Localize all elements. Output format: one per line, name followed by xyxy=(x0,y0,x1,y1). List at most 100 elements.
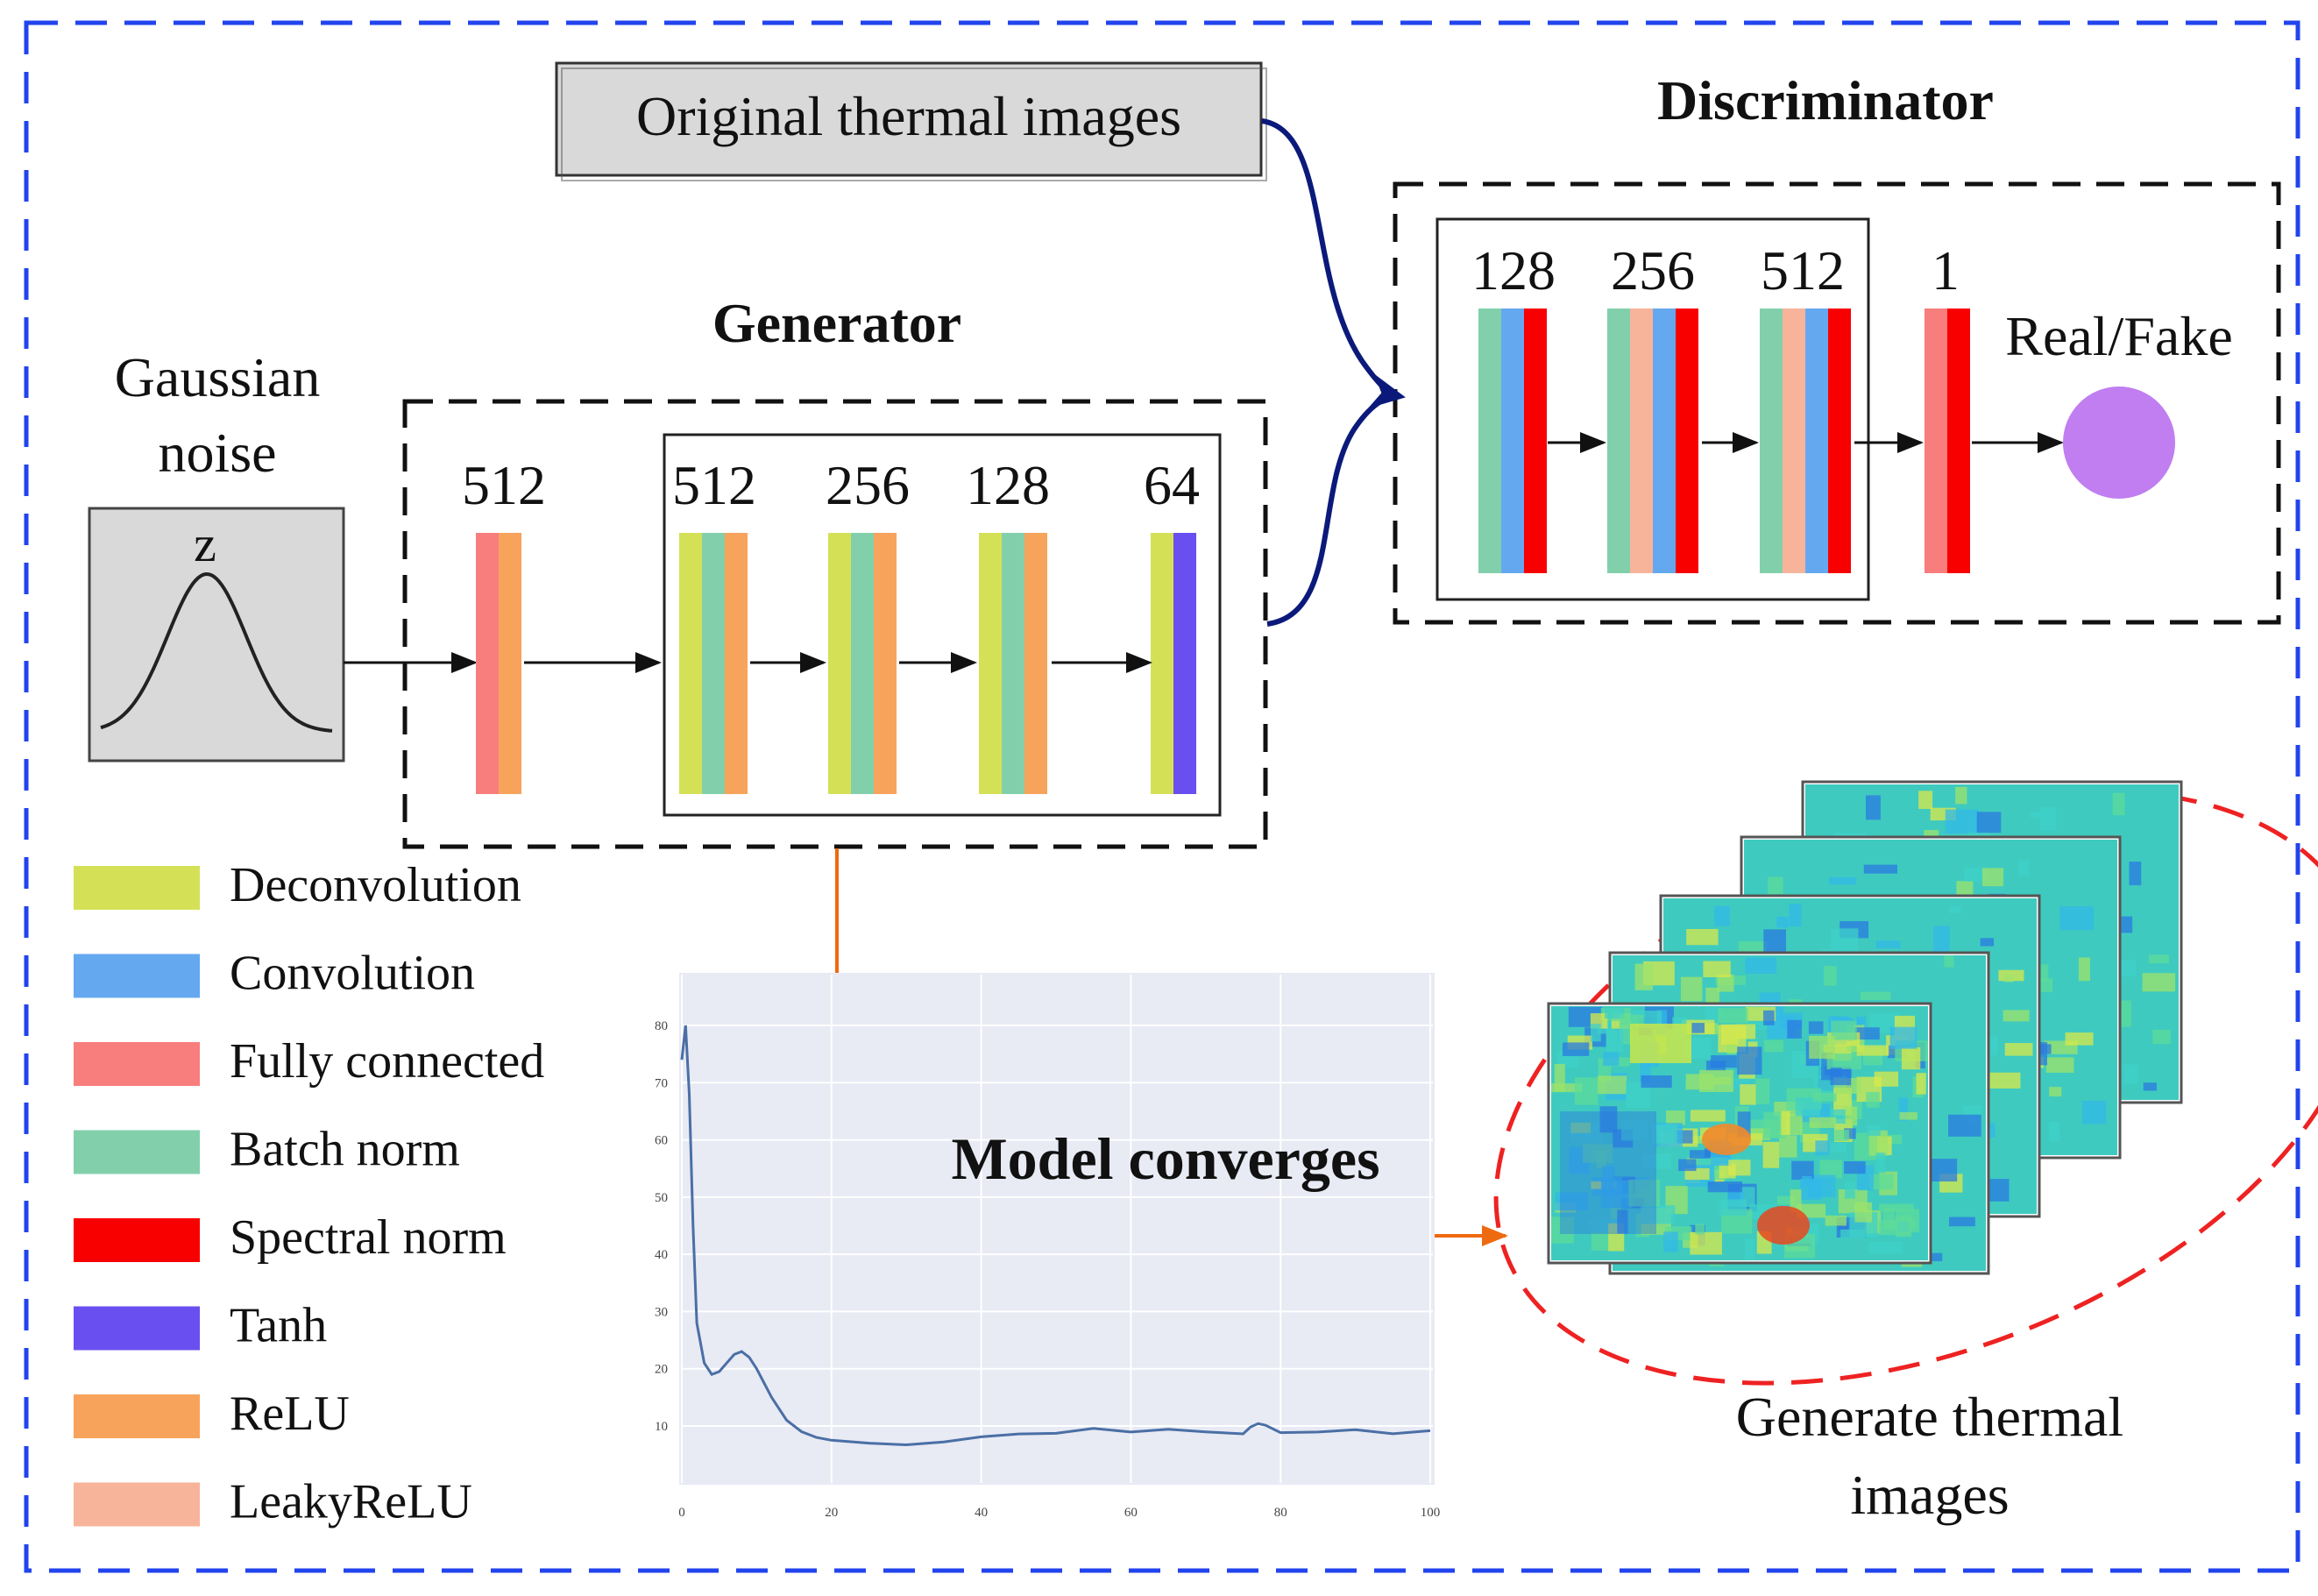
discriminator-conv-layer-2 xyxy=(1607,309,1698,573)
generator-deconv-layer-2-relu-stripe xyxy=(874,533,897,794)
generated-label-line2: images xyxy=(1850,1464,2009,1526)
generator-layer-size-3: 128 xyxy=(966,454,1050,516)
discriminator-output-layer-fully-connected-stripe xyxy=(1925,309,1947,573)
x-tick-label: 40 xyxy=(975,1506,988,1520)
original-images-box: Original thermal images xyxy=(555,61,1267,181)
thermal-image-stack xyxy=(1547,780,2183,1275)
x-tick-label: 60 xyxy=(1124,1506,1138,1520)
thermal-image-5 xyxy=(1547,1002,1932,1265)
legend-swatch-relu xyxy=(74,1394,200,1438)
discriminator-layers xyxy=(1478,309,1970,573)
generator-layer-size-4: 64 xyxy=(1144,454,1200,516)
x-tick-label: 80 xyxy=(1274,1506,1287,1520)
generator-fc-size: 512 xyxy=(462,454,546,516)
y-tick-label: 40 xyxy=(655,1248,668,1262)
y-tick-label: 10 xyxy=(655,1420,668,1434)
generator-title: Generator xyxy=(712,292,961,354)
legend-swatch-tanh xyxy=(74,1306,200,1351)
model-converges-label: Model converges xyxy=(951,1125,1379,1192)
generator-deconv-layer-3-relu-stripe xyxy=(1024,533,1047,794)
generator-layer-size-1: 512 xyxy=(672,454,756,516)
discriminator-conv-layer-1-convolution-stripe xyxy=(1501,309,1524,573)
generator-fc-layer xyxy=(476,533,521,794)
discriminator-conv-layer-3-batch-norm-stripe xyxy=(1760,309,1783,573)
generator-deconv-layer-4-deconvolution-stripe xyxy=(1151,533,1173,794)
x-tick-label: 100 xyxy=(1421,1506,1441,1520)
generated-label-line1: Generate thermal xyxy=(1736,1386,2123,1448)
real-fake-label: Real/Fake xyxy=(2005,305,2232,367)
z-label: z xyxy=(194,515,216,572)
generator-deconv-layer-3 xyxy=(979,533,1047,794)
generated-images-arrow xyxy=(1266,394,1400,627)
discriminator-final-size: 1 xyxy=(1932,239,1960,301)
discriminator-conv-layer-2-convolution-stripe xyxy=(1653,309,1676,573)
legend-swatch-batch-norm xyxy=(74,1130,200,1174)
discriminator-conv-layer-2-spectral-norm-stripe xyxy=(1676,309,1698,573)
plot-gridlines xyxy=(681,975,1433,1483)
generator-deconv-layer-1-relu-stripe xyxy=(725,533,748,794)
legend-swatch-deconvolution xyxy=(74,866,200,910)
discriminator-output-layer xyxy=(1925,309,1970,573)
generator-deconv-layer-3-batch-norm-stripe xyxy=(1002,533,1024,794)
legend-label-relu: ReLU xyxy=(230,1387,350,1441)
real-fake-output-node xyxy=(2063,387,2175,499)
legend-swatch-convolution xyxy=(74,954,200,998)
legend-label-batch-norm: Batch norm xyxy=(230,1123,460,1177)
legend-label-leakyrelu: LeakyReLU xyxy=(230,1475,472,1529)
x-tick-label: 20 xyxy=(825,1506,838,1520)
legend-swatch-fully-connected xyxy=(74,1042,200,1086)
generated-images: Generate thermal images xyxy=(1493,780,2318,1526)
discriminator-layer-size-1: 128 xyxy=(1471,239,1556,301)
legend-swatch-spectral-norm xyxy=(74,1218,200,1262)
generator-fc-layer-relu-stripe xyxy=(499,533,521,794)
loss-curve xyxy=(680,1025,1431,1447)
discriminator-conv-layer-3-convolution-stripe xyxy=(1805,309,1828,573)
discriminator-layer-size-2: 256 xyxy=(1611,239,1695,301)
discriminator-conv-layer-2-leakyrelu-stripe xyxy=(1630,309,1653,573)
generator-layer-size-2: 256 xyxy=(826,454,910,516)
discriminator-output-layer-spectral-norm-stripe xyxy=(1947,309,1970,573)
legend-label-fully-connected: Fully connected xyxy=(230,1034,544,1089)
legend-label-tanh: Tanh xyxy=(230,1299,327,1353)
generator-deconv-layer-1-deconvolution-stripe xyxy=(679,533,702,794)
y-tick-label: 60 xyxy=(655,1134,668,1148)
generator-layers xyxy=(476,533,1196,794)
generator-deconv-layer-1 xyxy=(679,533,748,794)
real-images-arrow xyxy=(1261,118,1406,408)
legend-label-convolution: Convolution xyxy=(230,947,475,1001)
gaussian-curve-icon xyxy=(100,571,333,733)
generator-deconv-layer-2-batch-norm-stripe xyxy=(851,533,874,794)
x-tick-label: 0 xyxy=(678,1506,685,1520)
outer-border xyxy=(24,20,2300,1573)
generator-deconv-layer-2-deconvolution-stripe xyxy=(828,533,851,794)
legend-label-deconvolution: Deconvolution xyxy=(230,858,521,912)
original-images-label: Original thermal images xyxy=(636,85,1181,147)
discriminator-conv-layer-1 xyxy=(1478,309,1547,573)
y-tick-label: 30 xyxy=(655,1305,668,1319)
discriminator-conv-layer-3 xyxy=(1760,309,1851,573)
generator-deconv-layer-4-tanh-stripe xyxy=(1173,533,1196,794)
discriminator-conv-layer-2-batch-norm-stripe xyxy=(1607,309,1630,573)
y-tick-label: 50 xyxy=(655,1191,668,1205)
plot-background xyxy=(679,973,1435,1485)
generator-deconv-layer-3-deconvolution-stripe xyxy=(979,533,1002,794)
generator-conv-block xyxy=(663,433,1222,817)
gaussian-noise-input: Gaussian noise z xyxy=(88,346,345,763)
legend-label-spectral-norm: Spectral norm xyxy=(230,1210,507,1265)
generator-deconv-layer-1-batch-norm-stripe xyxy=(702,533,725,794)
noise-label-line2: noise xyxy=(158,422,276,484)
discriminator-title: Discriminator xyxy=(1657,69,1994,131)
noise-box xyxy=(88,507,345,763)
discriminator-conv-layer-3-leakyrelu-stripe xyxy=(1783,309,1805,573)
discriminator-conv-block xyxy=(1435,217,1870,601)
generator-box xyxy=(402,399,1268,849)
y-tick-label: 80 xyxy=(655,1019,668,1033)
discriminator-conv-layer-3-spectral-norm-stripe xyxy=(1828,309,1851,573)
discriminator-conv-layer-1-spectral-norm-stripe xyxy=(1524,309,1547,573)
y-tick-label: 20 xyxy=(655,1363,668,1377)
